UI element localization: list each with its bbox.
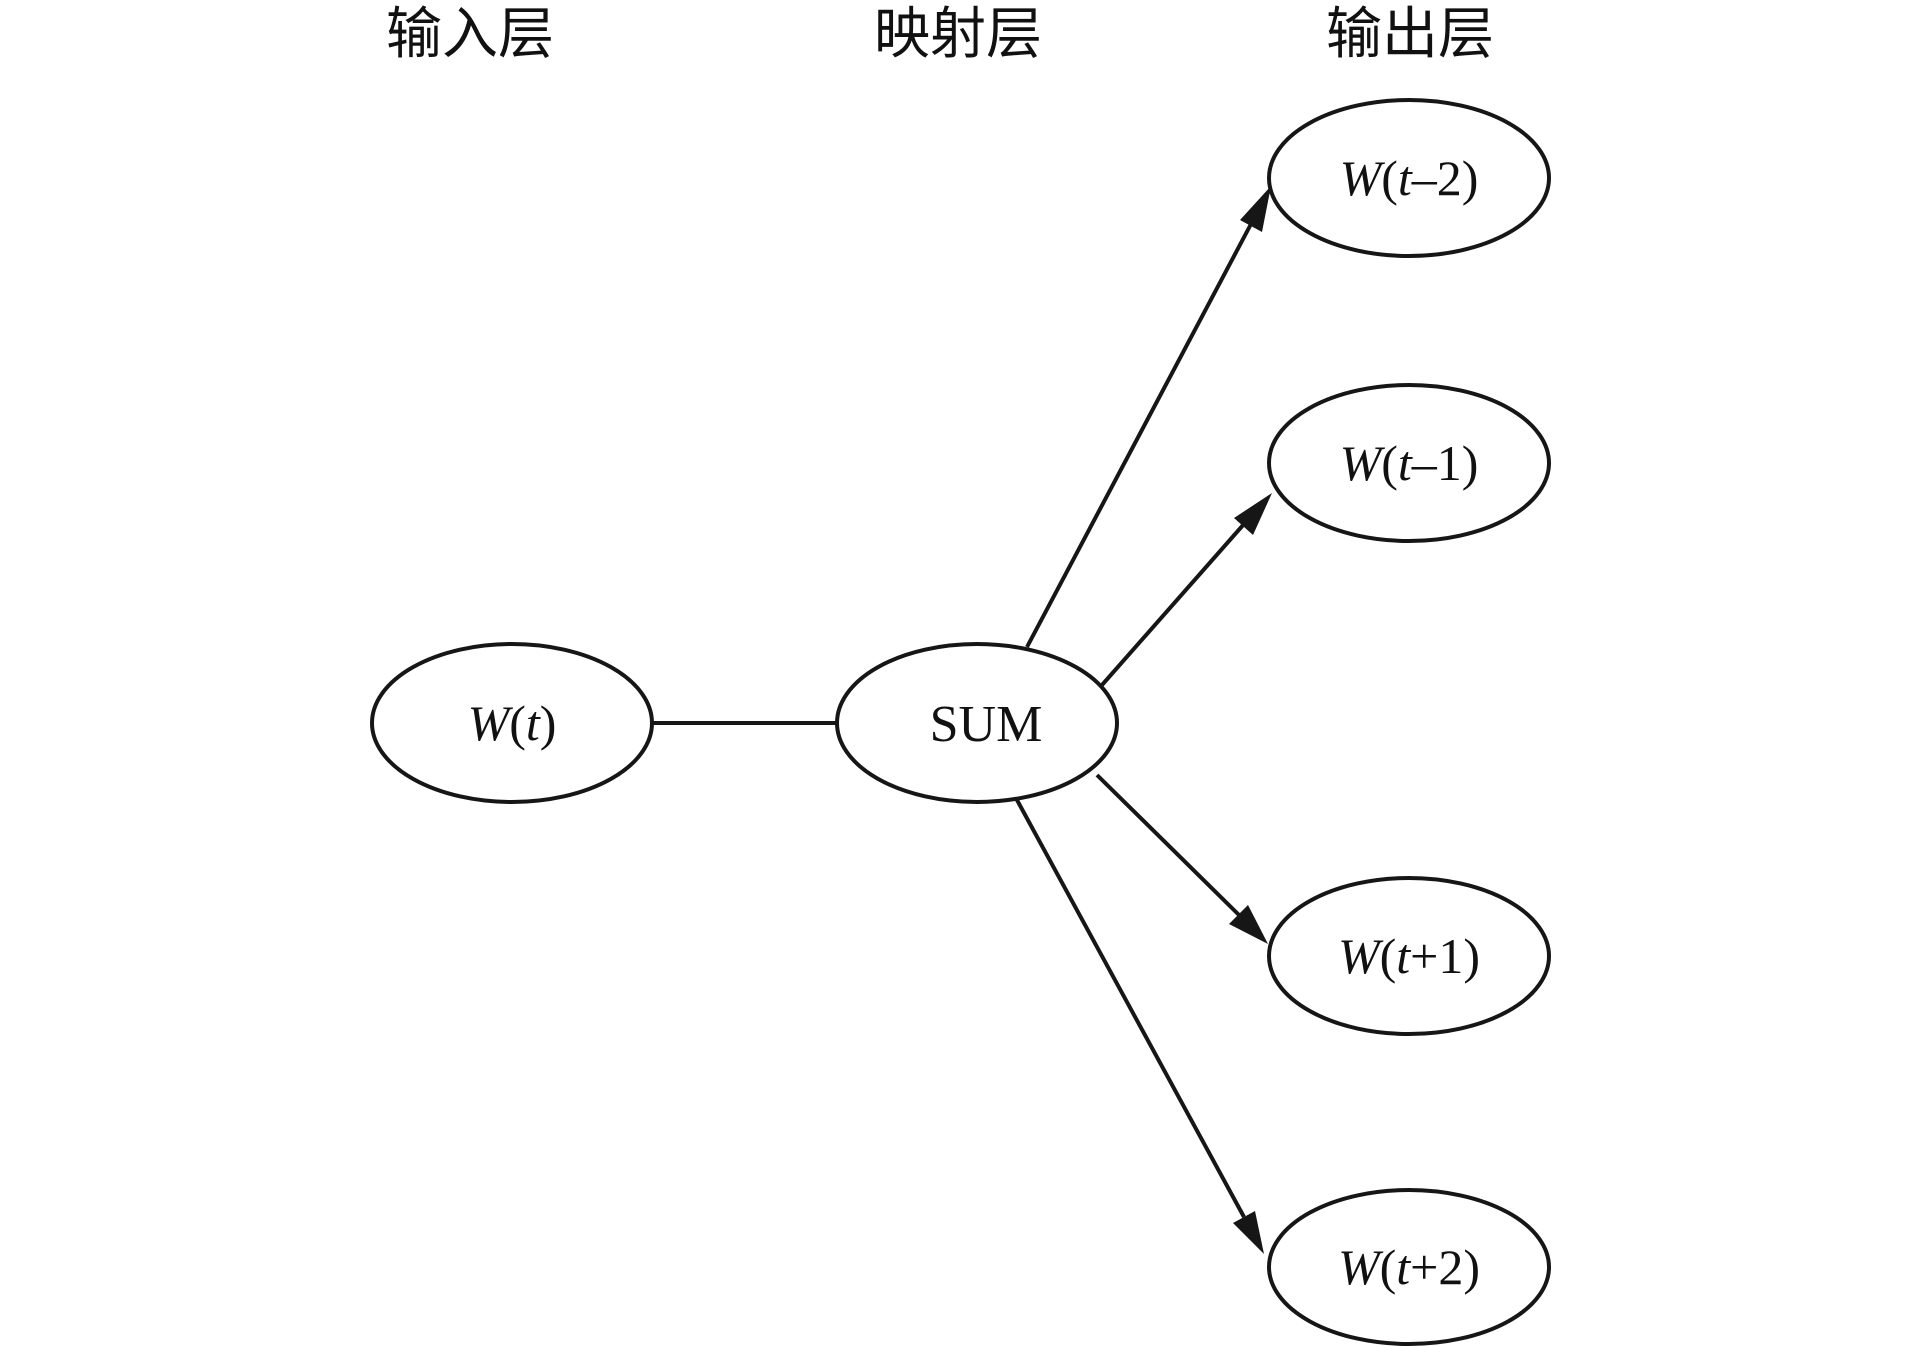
arrowhead-output-4 xyxy=(1233,1211,1264,1254)
edge-sum-to-output-3 xyxy=(1095,773,1241,917)
edge-sum-to-output-2 xyxy=(1100,522,1246,687)
output-node-2-label: W(t–1) xyxy=(1340,435,1479,491)
output-node-2: W(t–1) xyxy=(1267,383,1551,543)
output-node-4-label: W(t+2) xyxy=(1338,1239,1480,1295)
output-node-4: W(t+2) xyxy=(1267,1188,1551,1346)
input-node: W(t) xyxy=(370,642,654,804)
output-node-1-label: W(t–2) xyxy=(1340,150,1479,206)
output-node-4-ellipse xyxy=(1267,1188,1551,1346)
projection-node: SUM xyxy=(835,642,1119,804)
arrowhead-output-3 xyxy=(1229,905,1268,944)
output-node-3: W(t+1) xyxy=(1267,876,1551,1036)
output-layer-title: 输出层 xyxy=(1326,2,1494,67)
input-layer-title: 输入层 xyxy=(386,2,554,67)
output-node-1: W(t–2) xyxy=(1267,98,1551,258)
edge-sum-to-output-1 xyxy=(1025,223,1253,648)
arrowhead-output-1 xyxy=(1240,186,1271,232)
output-node-2-ellipse xyxy=(1267,383,1551,543)
input-node-ellipse xyxy=(370,642,654,804)
projection-layer-title: 映射层 xyxy=(874,2,1042,67)
output-node-3-ellipse xyxy=(1267,876,1551,1036)
projection-node-ellipse xyxy=(835,642,1119,804)
input-node-label: W(t) xyxy=(468,695,557,751)
edge-sum-to-output-4 xyxy=(1015,799,1246,1218)
arrowhead-output-2 xyxy=(1234,493,1272,535)
output-node-1-ellipse xyxy=(1267,98,1551,258)
output-node-3-label: W(t+1) xyxy=(1338,928,1480,984)
projection-node-label: SUM xyxy=(930,696,1043,753)
